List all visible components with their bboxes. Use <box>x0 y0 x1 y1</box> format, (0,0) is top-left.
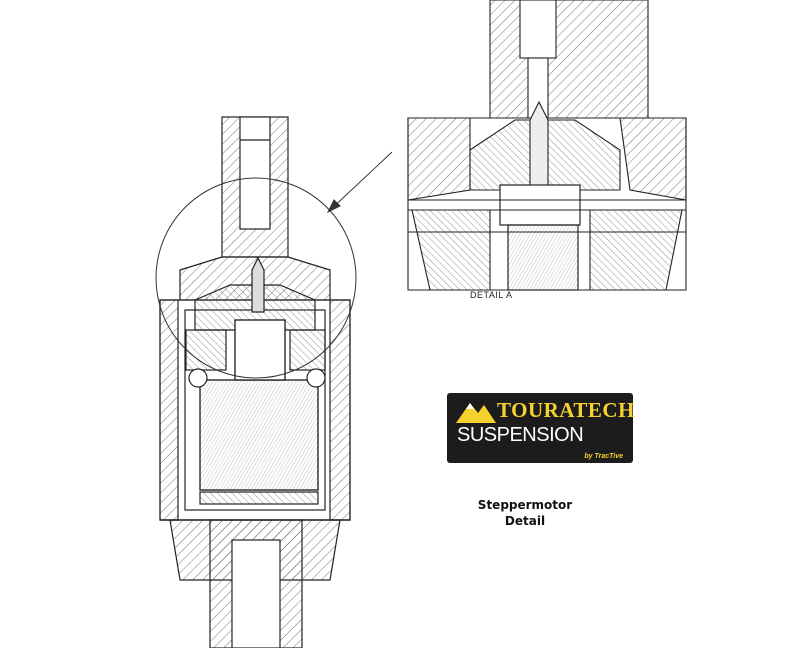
caption: Steppermotor Detail <box>470 497 580 529</box>
caption-line-1: Steppermotor <box>477 498 573 512</box>
logo-brand-text: TOURATECH <box>497 398 635 422</box>
main-cross-section <box>159 116 351 648</box>
logo-product-text: SUSPENSION <box>457 424 584 446</box>
logo-tagline: by TracTive <box>584 453 623 460</box>
mountain-logo-icon <box>456 403 496 423</box>
detail-a-view <box>407 0 687 291</box>
detail-a-label: DETAIL A <box>470 290 513 300</box>
detail-callout <box>155 151 393 379</box>
touratech-suspension-logo: TOURATECH SUSPENSION by TracTive <box>447 393 635 463</box>
caption-line-2: Detail <box>504 514 546 528</box>
